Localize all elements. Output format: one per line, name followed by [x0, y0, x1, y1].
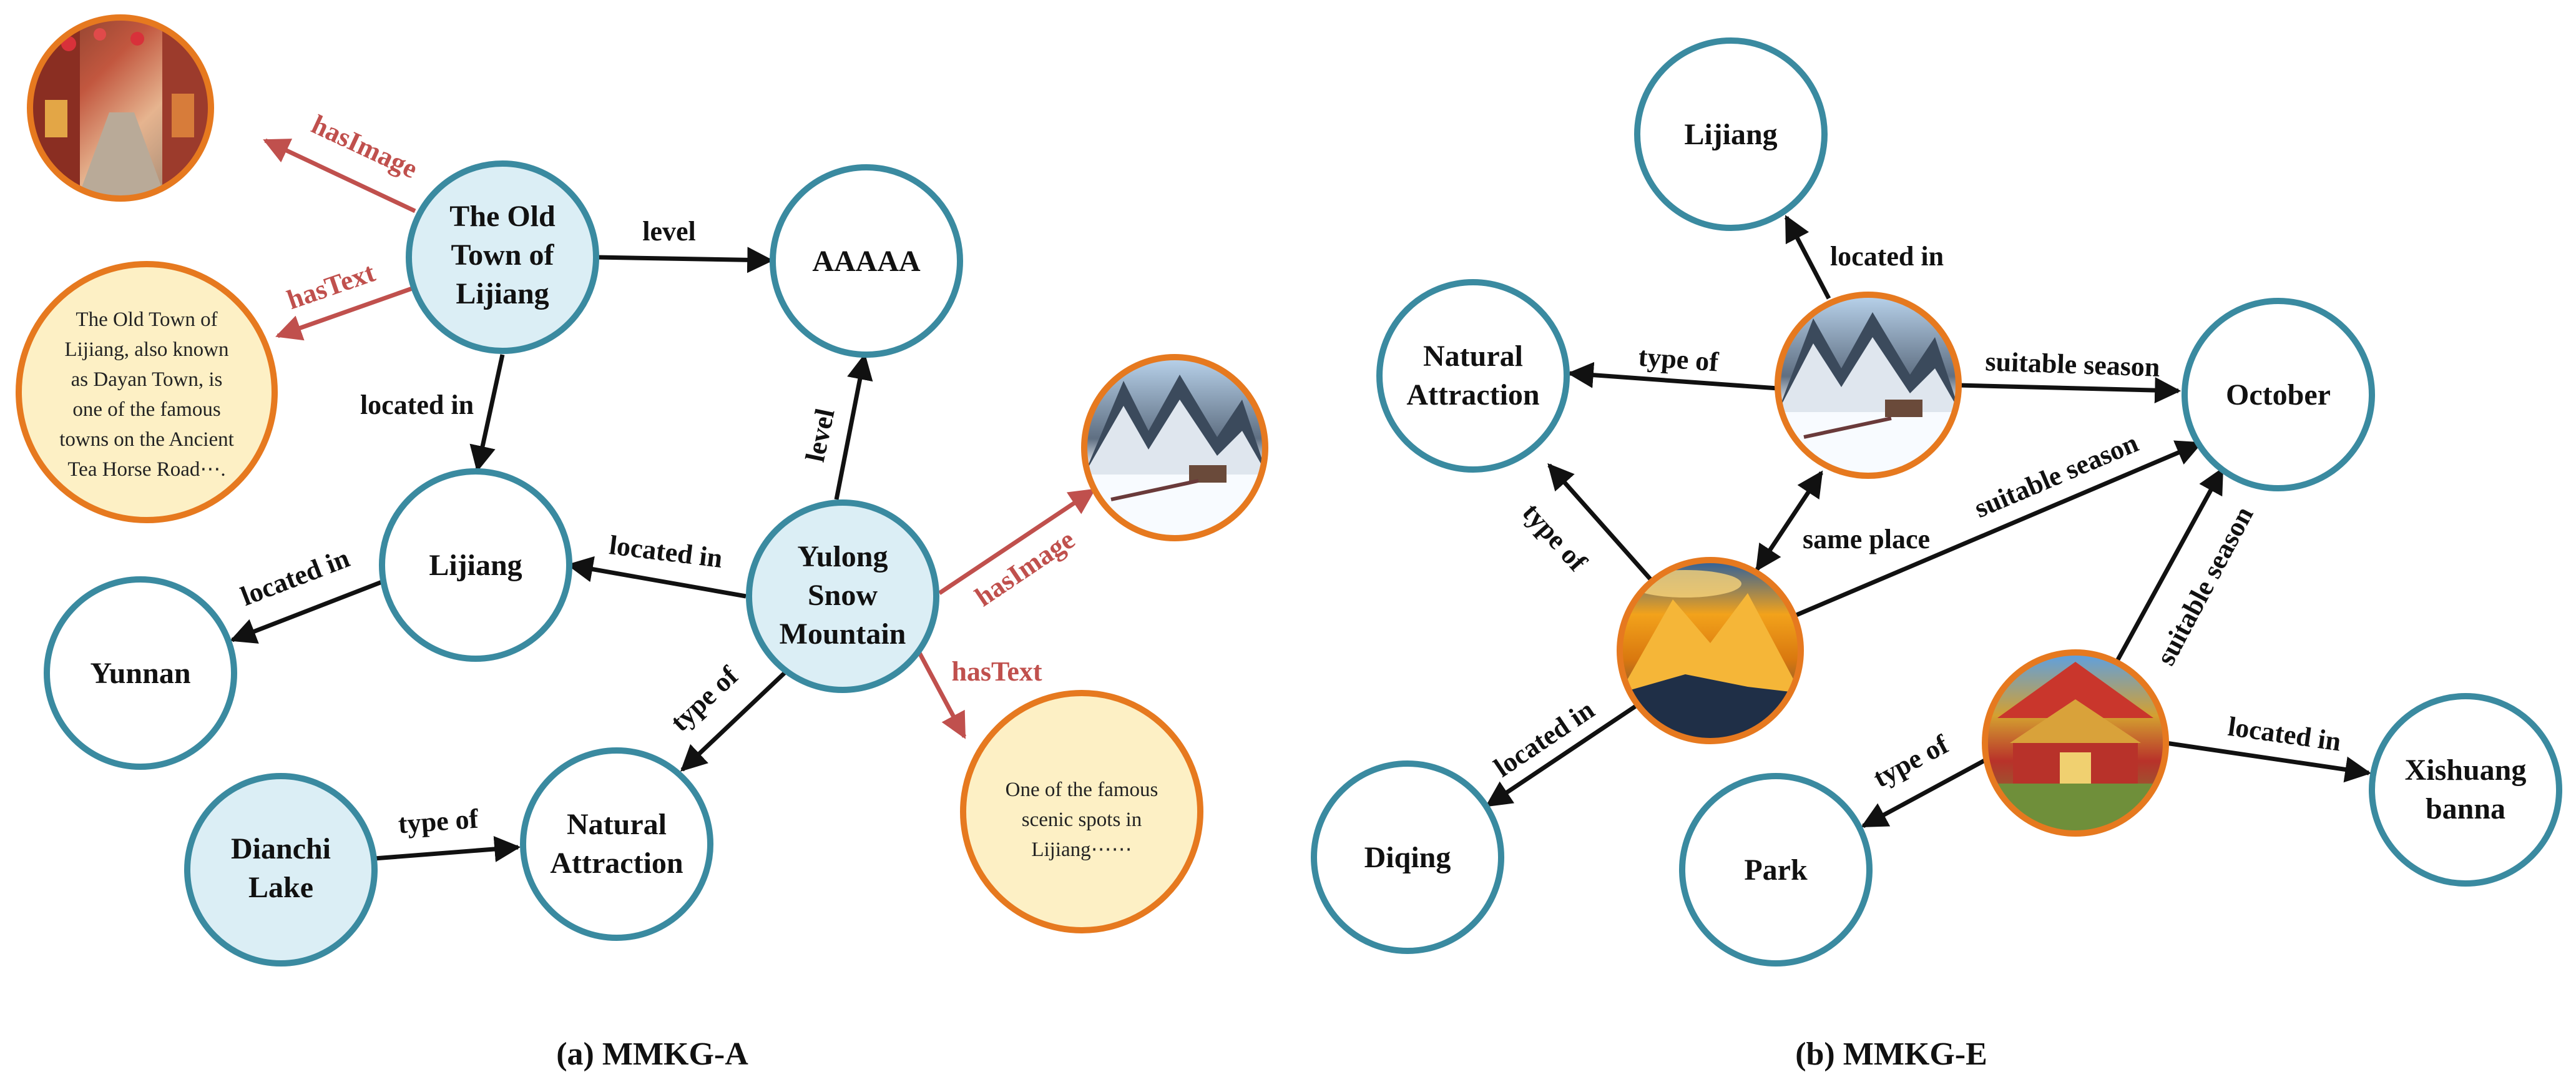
node-park: Park — [1679, 773, 1873, 967]
image-node-yulong — [1081, 354, 1268, 541]
node-lijiang-a-label: Lijiang — [429, 549, 522, 582]
label-b-locatedin-right: located in — [2226, 711, 2343, 757]
label-hastext-2: hasText — [951, 656, 1042, 687]
label-typeof-2: type of — [397, 804, 480, 840]
node-old-town-line-2: Town of — [451, 239, 555, 272]
node-dianchi-line-1: Dianchi — [231, 832, 331, 865]
node-old-town-line-1: The Old — [449, 200, 556, 233]
edge-hastext-oldtown — [275, 282, 426, 341]
snow-mountain-photo-icon — [1778, 312, 1959, 476]
node-natural-attraction-a: Natural Attraction — [520, 747, 713, 941]
node-natural-a-line-2: Attraction — [550, 847, 683, 880]
node-old-town-line-3: Lijiang — [456, 277, 549, 310]
node-lijiang-b: Lijiang — [1634, 37, 1828, 231]
node-yulong-snow-mountain: Yulong Snow Mountain — [746, 499, 939, 693]
text-old-town-line-6: Tea Horse Road⋯. — [67, 458, 225, 481]
edge-locatedin-lijiang-yunnan — [230, 578, 386, 644]
node-xishuangbanna: Xishuang banna — [2369, 693, 2562, 887]
label-b-suitableseason-mid: suitable season — [1970, 427, 2143, 523]
panel-a-edge-labels: level level hasImage hasText located in … — [237, 109, 1080, 839]
panel-b-edges — [1485, 215, 2372, 829]
text-old-town-line-5: towns on the Ancient — [59, 428, 234, 451]
edge-typeof-dianchi-natural — [374, 836, 521, 862]
node-dianchi-line-2: Lake — [248, 871, 313, 904]
text-old-town-line-4: one of the famous — [72, 398, 220, 421]
edge-sameplace — [1755, 470, 1823, 572]
image-node-snow-mountain-b — [1775, 292, 1962, 479]
text-yulong-line-3: Lijiang⋯⋯ — [1031, 839, 1132, 861]
panel-a-edges — [230, 138, 1096, 862]
image-node-old-town — [27, 14, 214, 202]
image-node-sunrise-peak — [1617, 557, 1804, 744]
node-xishuang-line-1: Xishuang — [2405, 754, 2527, 787]
text-old-town-line-3: as Dayan Town, is — [71, 368, 223, 391]
node-october: October — [2182, 298, 2375, 491]
image-node-temple — [1982, 649, 2169, 837]
text-node-old-town: The Old Town of Lijiang, also known as D… — [16, 261, 278, 523]
node-yulong-line-2: Snow — [808, 579, 878, 612]
edge-hasimage-yulong — [938, 488, 1096, 595]
label-locatedin-1: located in — [360, 390, 474, 420]
node-yulong-line-1: Yulong — [798, 540, 888, 573]
node-old-town-of-lijiang: The Old Town of Lijiang — [406, 160, 599, 354]
label-b-locatedin-top: located in — [1830, 241, 1944, 272]
panel-b-nodes: Lijiang Natural Attraction October — [1311, 37, 2562, 967]
label-b-typeof-left: type of — [1517, 497, 1594, 578]
edge-suitableseason-snow-october — [1958, 377, 2182, 404]
label-b-typeof-top: type of — [1637, 342, 1720, 378]
edge-locatedin-sunrise-diqing — [1485, 704, 1638, 807]
text-old-town-line-1: The Old Town of — [76, 308, 217, 331]
panel-a-nodes: The Old Town of Lijiang AAAAA The Old To… — [16, 14, 1268, 967]
label-level-top: level — [642, 216, 696, 247]
label-typeof-1: type of — [664, 660, 744, 737]
edge-hastext-yulong — [915, 648, 967, 739]
edge-typeof-temple-park — [1861, 756, 1989, 829]
edge-locatedin-oldtown-lijiang — [469, 354, 505, 473]
node-dianchi-lake: Dianchi Lake — [184, 773, 378, 967]
node-natural-b-line-2: Attraction — [1406, 378, 1539, 411]
label-hasimage-1: hasImage — [307, 109, 423, 184]
edge-locatedin-yulong-lijiang — [566, 556, 747, 599]
node-aaaaa: AAAAA — [770, 164, 963, 358]
node-diqing: Diqing — [1311, 760, 1504, 954]
node-october-label: October — [2226, 378, 2331, 411]
edge-locatedin-snow-lijiang — [1784, 215, 1831, 300]
node-natural-a-line-1: Natural — [567, 808, 667, 841]
node-park-label: Park — [1744, 853, 1808, 887]
edge-suitableseason-sunrise-october — [1795, 440, 2203, 617]
caption-panel-b: (b) MMKG-E — [1795, 1036, 1987, 1072]
label-b-suitableseason-right: suitable season — [2150, 501, 2260, 670]
label-b-suitableseason-top: suitable season — [1985, 346, 2160, 383]
node-lijiang-b-label: Lijiang — [1684, 118, 1777, 151]
node-diqing-label: Diqing — [1364, 841, 1451, 874]
node-natural-b-line-1: Natural — [1423, 340, 1523, 373]
node-lijiang-a: Lijiang — [379, 468, 572, 662]
edge-locatedin-temple-xishuang — [2165, 740, 2372, 783]
node-yunnan: Yunnan — [44, 576, 237, 770]
edge-level-yulong-aaaaa — [834, 353, 873, 500]
edge-typeof-yulong-natural — [680, 668, 790, 772]
label-locatedin-2: located in — [607, 529, 724, 574]
label-level-right: level — [800, 406, 841, 465]
node-yunnan-label: Yunnan — [90, 657, 190, 690]
edge-hasimage-oldtown — [263, 138, 416, 214]
text-node-yulong: One of the famous scenic spots in Lijian… — [960, 690, 1203, 933]
text-yulong-line-1: One of the famous — [1006, 779, 1158, 801]
text-yulong-line-2: scenic spots in — [1022, 809, 1142, 831]
text-old-town-line-2: Lijiang, also known — [64, 338, 228, 361]
edge-level-oldtown-aaaaa — [595, 247, 774, 273]
node-xishuang-line-2: banna — [2426, 792, 2505, 825]
node-natural-attraction-b: Natural Attraction — [1376, 279, 1570, 473]
edge-typeof-snow-natural — [1567, 362, 1778, 391]
node-aaaaa-label: AAAAA — [812, 245, 921, 278]
label-b-sameplace: same place — [1803, 524, 1930, 554]
edge-suitableseason-temple-october — [2113, 467, 2225, 664]
caption-panel-a: (a) MMKG-A — [556, 1036, 748, 1072]
edge-typeof-sunrise-natural — [1547, 463, 1655, 584]
node-yulong-line-3: Mountain — [780, 617, 906, 651]
